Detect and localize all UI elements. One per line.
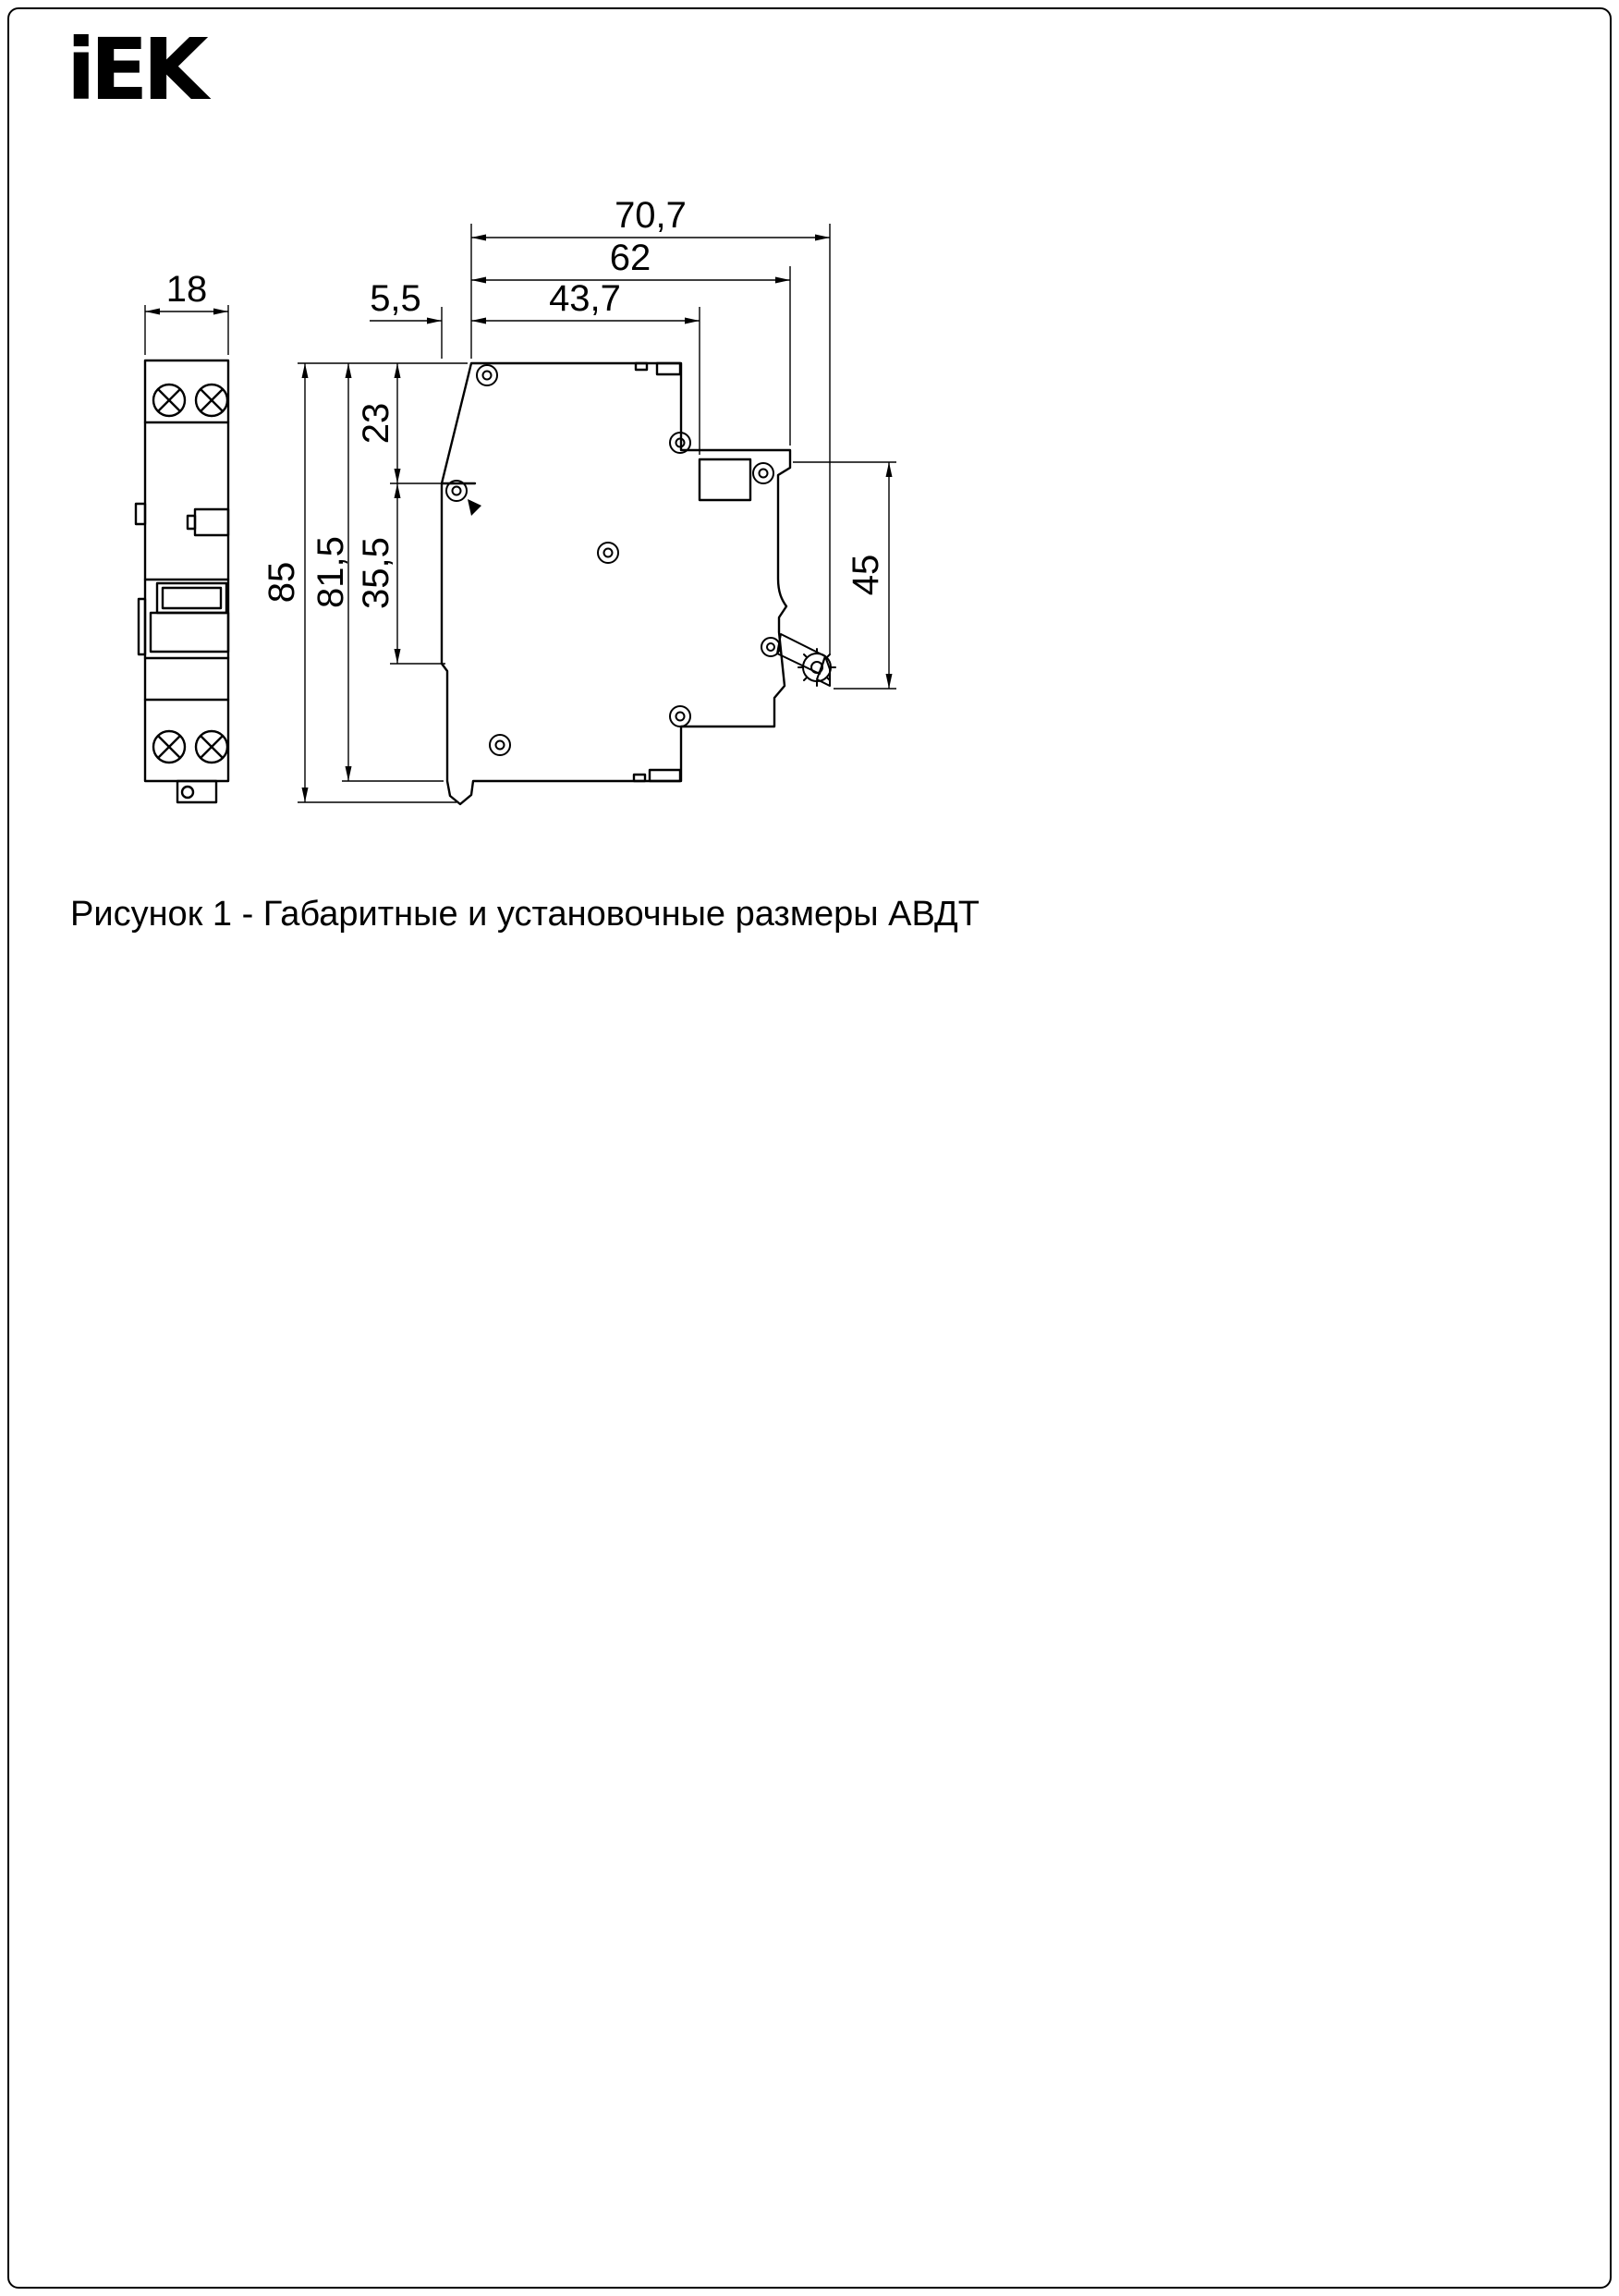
dimensions: 18 70,7 62 43,7 <box>144 195 896 803</box>
dim-label-45: 45 <box>846 555 886 596</box>
side-outline <box>440 361 792 806</box>
figure-caption: Рисунок 1 - Габаритные и установочные ра… <box>70 895 980 934</box>
front-toggle-handle <box>137 578 230 660</box>
dim-label-35-5: 35,5 <box>356 537 396 609</box>
front-bottom-screw-right <box>194 729 229 764</box>
page-border <box>7 7 1612 2289</box>
front-bottom-foot <box>176 779 218 804</box>
side-view <box>440 361 836 806</box>
front-side-tab <box>134 502 147 526</box>
dim-din-recess: 45 <box>793 461 896 690</box>
dim-height-total: 85 <box>262 362 468 803</box>
front-bottom-screw-left <box>152 729 187 764</box>
dim-label-85: 85 <box>262 562 302 604</box>
dim-label-81-5: 81,5 <box>310 536 351 608</box>
dim-nose-offset: 5,5 <box>370 278 443 359</box>
dim-label-23: 23 <box>356 403 396 445</box>
dim-depth-front: 43,7 <box>471 278 700 455</box>
side-rivets <box>445 364 781 756</box>
dim-label-43-7: 43,7 <box>549 278 621 319</box>
din-latch <box>776 633 836 687</box>
front-view <box>134 359 230 804</box>
latch-serrations <box>797 648 836 687</box>
side-ledge <box>698 458 752 502</box>
side-bottom-tab <box>648 768 682 783</box>
dim-upper-height: 23 <box>356 363 473 484</box>
front-body <box>143 359 230 783</box>
dim-height-body: 81,5 <box>310 363 444 782</box>
dim-label-18: 18 <box>166 269 208 310</box>
dim-front-width: 18 <box>144 269 229 355</box>
dim-label-5-5: 5,5 <box>370 278 421 319</box>
trip-indicator-wedge <box>468 499 481 516</box>
front-window <box>193 507 230 537</box>
dim-depth-body: 62 <box>471 238 791 446</box>
dim-front-face-height: 35,5 <box>356 483 445 665</box>
front-top-screw-right <box>194 383 229 418</box>
dim-depth-total: 70,7 <box>470 195 831 654</box>
side-top-tab <box>655 361 682 376</box>
iek-logo: iEK <box>67 20 209 119</box>
dim-label-70-7: 70,7 <box>615 195 687 236</box>
dim-label-62: 62 <box>610 238 651 278</box>
front-top-screw-left <box>152 383 187 418</box>
